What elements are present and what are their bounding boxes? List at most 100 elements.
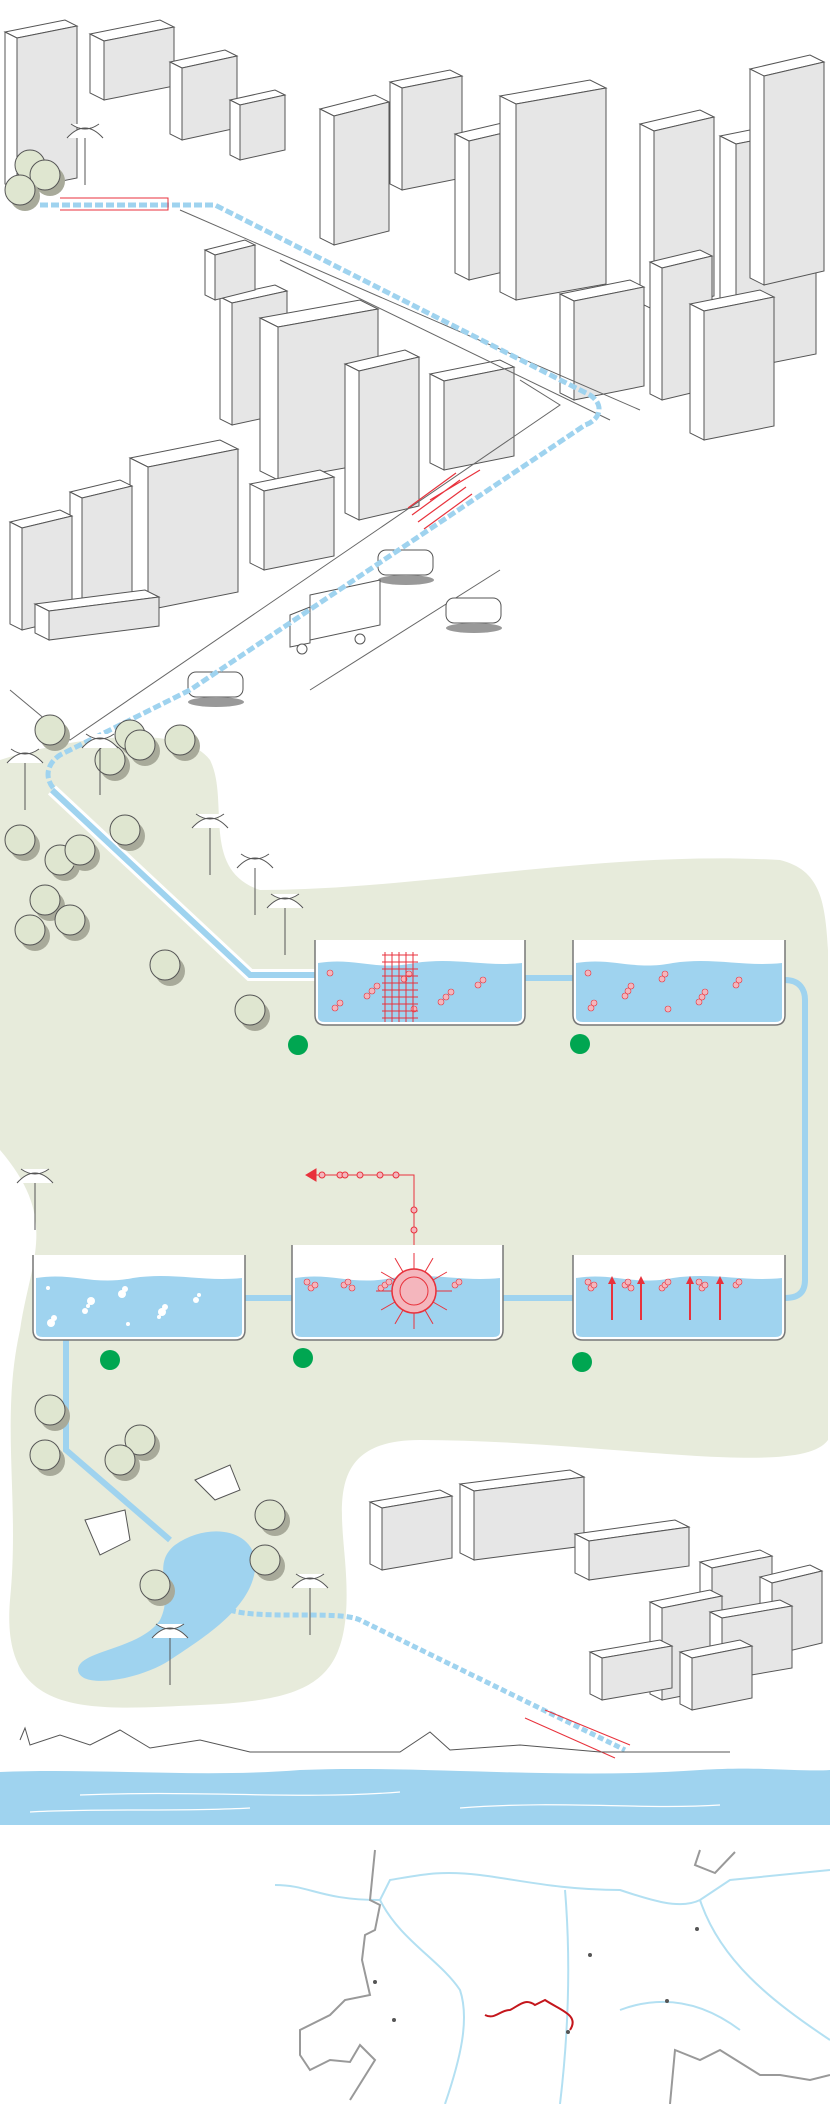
- aerator: [376, 1253, 452, 1329]
- pollutant-particle: [336, 999, 344, 1007]
- pollutant-particle: [695, 1278, 703, 1286]
- pollutant-particle: [326, 969, 334, 977]
- tree-icon: [29, 159, 65, 196]
- pollutant-particle: [698, 993, 706, 1001]
- treatment-tank-4: [291, 1245, 504, 1341]
- tree-icon: [94, 744, 130, 781]
- palm-icon: [6, 748, 44, 810]
- tree-icon: [254, 1499, 290, 1536]
- truck-icon: [289, 579, 381, 655]
- building-icon: [3, 19, 79, 191]
- pollutant-particle: [624, 1278, 632, 1286]
- palm-icon: [16, 1168, 54, 1230]
- pollutant-particle: [658, 975, 666, 983]
- pollutant-particle: [621, 992, 629, 1000]
- tree-icon: [54, 904, 90, 941]
- palm-icon: [191, 813, 229, 875]
- building-icon: [318, 94, 391, 246]
- palm-icon: [266, 893, 304, 955]
- tree-icon: [104, 1444, 140, 1481]
- pollutant-particle: [331, 1004, 339, 1012]
- crosswalk: [407, 469, 481, 530]
- bird-icon: [194, 1464, 241, 1501]
- pollutant-particle: [474, 981, 482, 989]
- pollutant-particle: [344, 1278, 352, 1286]
- building-icon: [228, 89, 287, 161]
- building-icon: [343, 349, 421, 521]
- tree-icon: [4, 174, 40, 211]
- pollutant-particle: [701, 988, 709, 996]
- stage-marker-5: [100, 1350, 120, 1370]
- palm-icon: [151, 1623, 189, 1685]
- palm-icon: [66, 123, 104, 185]
- car-icon: [377, 549, 434, 585]
- treatment-tank-3: [572, 1255, 786, 1341]
- process-pipes: [63, 975, 808, 1543]
- pollutant-particle: [584, 1278, 592, 1286]
- pollutant-particle: [701, 1281, 709, 1289]
- tree-icon: [34, 714, 70, 751]
- pollutant-particle: [732, 981, 740, 989]
- building-icon: [33, 589, 161, 641]
- tree-icon: [4, 824, 40, 861]
- stage-marker-4: [293, 1348, 313, 1368]
- building-icon: [498, 79, 608, 301]
- tree-icon: [234, 994, 270, 1031]
- discharge-pipe: [229, 1607, 627, 1753]
- sludge-removal-arrow: [305, 1168, 418, 1245]
- tree-icon: [14, 914, 50, 951]
- pollutant-particle: [735, 976, 743, 984]
- building-icon: [128, 439, 240, 611]
- stage-marker-3: [572, 1352, 592, 1372]
- pond: [78, 1531, 256, 1681]
- pollutant-particle: [447, 988, 455, 996]
- city-buildings: [3, 19, 826, 641]
- screen-grid: [382, 952, 418, 1022]
- river: [0, 1768, 830, 1825]
- pollutant-particle: [587, 1004, 595, 1012]
- building-icon: [688, 289, 776, 441]
- tree-icon: [139, 1569, 175, 1606]
- riverside-buildings: [368, 1469, 824, 1711]
- building-icon: [368, 1489, 454, 1571]
- pollutant-particle: [479, 976, 487, 984]
- tree-icon: [64, 834, 100, 871]
- pollutant-particle: [348, 1284, 356, 1292]
- sewer-pipe: [40, 202, 602, 792]
- palm-icon: [81, 733, 119, 795]
- building-icon: [588, 1639, 674, 1701]
- building-icon: [203, 239, 257, 301]
- building-icon: [573, 1519, 691, 1581]
- building-icon: [248, 469, 336, 571]
- trees: [4, 123, 329, 1685]
- building-icon: [88, 19, 176, 101]
- tree-icon: [34, 1394, 70, 1431]
- stage-marker-1: [288, 1035, 308, 1055]
- shoreline: [19, 1726, 730, 1753]
- pollutant-particle: [385, 1278, 393, 1286]
- pollutant-particle: [368, 987, 376, 995]
- building-icon: [558, 279, 646, 401]
- building-icon: [68, 479, 134, 621]
- pollutant-particle: [661, 970, 669, 978]
- stage-marker-2: [570, 1034, 590, 1054]
- treatment-tank-1: [314, 940, 526, 1026]
- pollutant-particle: [590, 1281, 598, 1289]
- pollutant-particle: [455, 1278, 463, 1286]
- highlighted-river: [484, 1998, 574, 2031]
- pollutant-particle: [664, 1005, 672, 1013]
- building-icon: [748, 54, 826, 286]
- red-pipe-segment: [60, 197, 169, 211]
- pollutant-particle: [695, 998, 703, 1006]
- pollutant-particle: [735, 1278, 743, 1286]
- pollutant-particle: [627, 982, 635, 990]
- tree-icon: [164, 724, 200, 761]
- treatment-tank-5: [32, 1255, 246, 1341]
- river-basin-map: [274, 1849, 830, 2104]
- bird-icon: [84, 1509, 131, 1556]
- building-icon: [168, 49, 239, 141]
- pollutant-particle: [437, 998, 445, 1006]
- tree-icon: [124, 729, 160, 766]
- pollutant-particle: [303, 1278, 311, 1286]
